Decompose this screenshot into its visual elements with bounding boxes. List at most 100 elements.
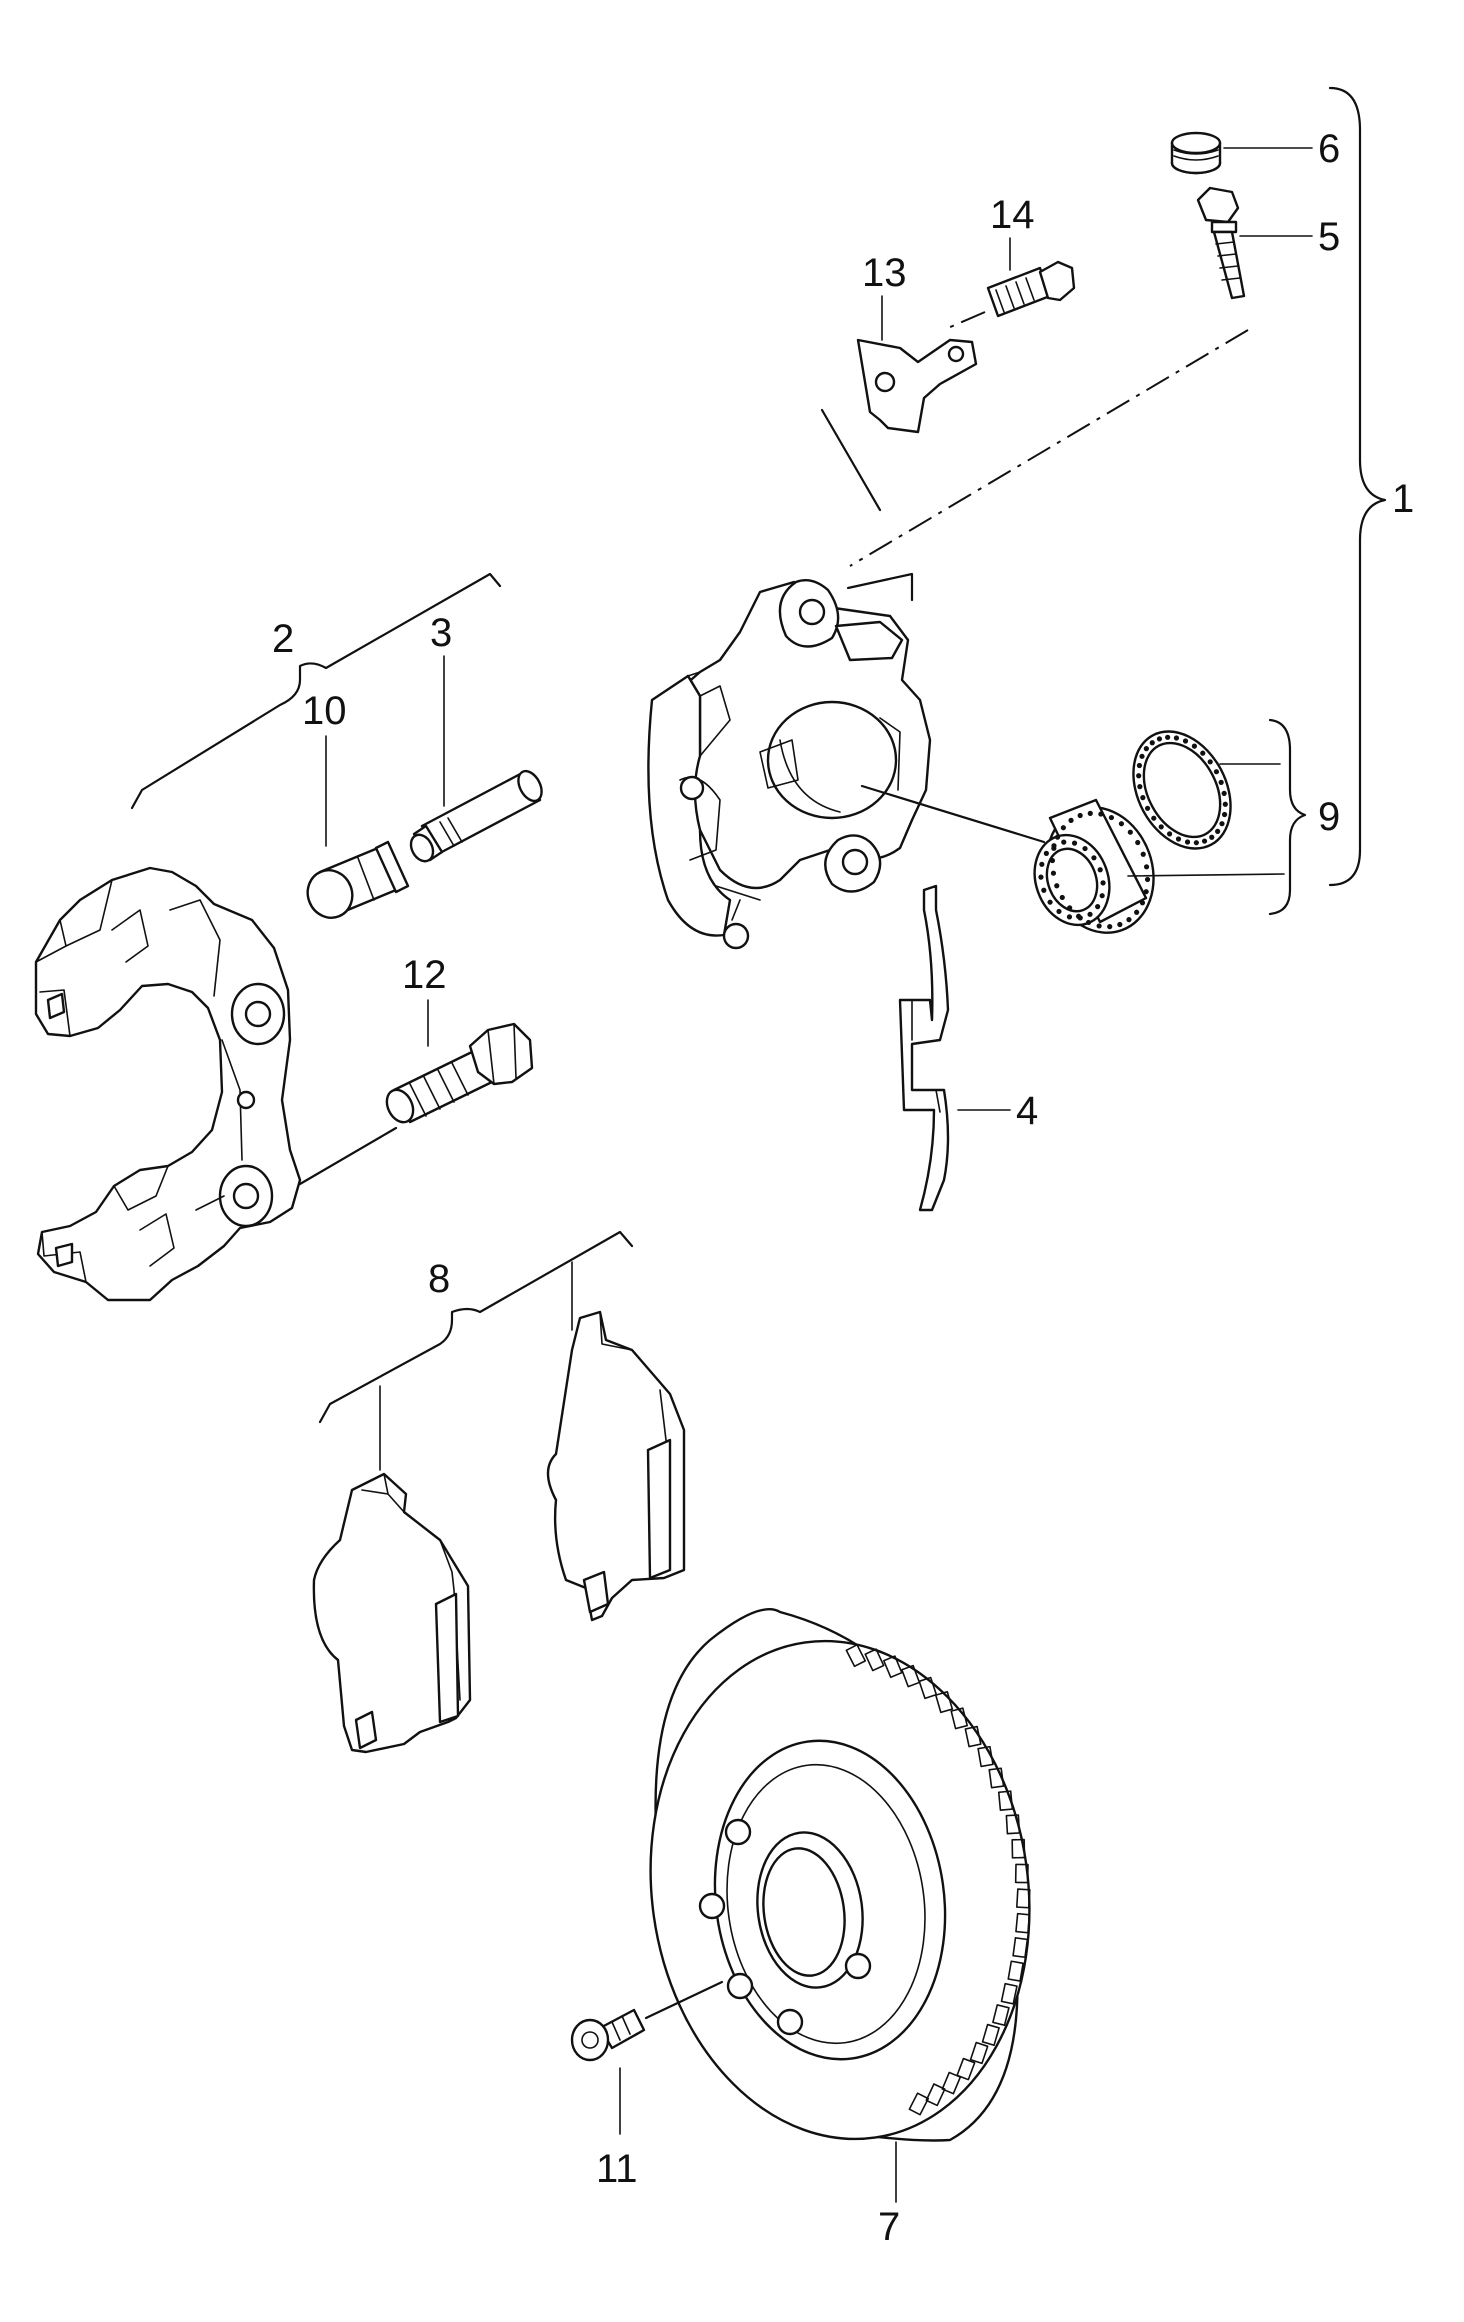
- bracket-pointer-hook: [846, 572, 914, 602]
- seal-dot: [1207, 759, 1213, 765]
- disc-vent-slot: [988, 1767, 1005, 1789]
- callout-7: 7: [878, 2205, 900, 2249]
- seal-dot: [1144, 876, 1151, 883]
- caliper-carrier-bracket-part: [34, 866, 302, 1302]
- disc-vent-slot: [1014, 1863, 1029, 1884]
- seal-dot: [1100, 880, 1106, 886]
- seal-dot: [1137, 784, 1143, 790]
- disc-vent-slot: [1016, 1888, 1031, 1909]
- seal-dot: [1067, 905, 1073, 911]
- seal-dot: [1050, 870, 1057, 876]
- callout-1: 1: [1392, 477, 1414, 521]
- seal-dot: [1193, 840, 1199, 846]
- seal-dot: [1135, 839, 1141, 846]
- callout-6: 6: [1318, 127, 1340, 171]
- seal-dot: [1051, 843, 1057, 849]
- seal-dot: [1191, 743, 1198, 749]
- callout-2: 2: [272, 617, 294, 661]
- brace-group-9: [1268, 718, 1307, 916]
- disc-vent-slot: [956, 2057, 976, 2081]
- brace-group-2: [130, 572, 502, 810]
- seal-dot: [1143, 889, 1149, 895]
- seal-dot: [1061, 839, 1067, 845]
- seal-dot: [1056, 908, 1062, 915]
- brace-group-8: [318, 1230, 634, 1424]
- disc-vent-slot: [1000, 1982, 1018, 2005]
- callout-5: 5: [1318, 215, 1340, 259]
- seal-dot: [1098, 811, 1104, 817]
- guide-bushing-part: [306, 840, 410, 919]
- bracket-bolt-part: [986, 260, 1076, 318]
- seal-dot: [1136, 762, 1143, 769]
- seal-dot: [1156, 736, 1163, 742]
- seal-dot: [1149, 740, 1155, 746]
- seal-dot: [1099, 893, 1105, 899]
- disc-vent-slot: [908, 2092, 930, 2116]
- brake-caliper-housing-part: [647, 579, 932, 950]
- disc-vent-slot: [934, 1690, 954, 1714]
- seal-dot: [1139, 900, 1146, 906]
- callout-9: 9: [1318, 795, 1340, 839]
- seal-dot: [1140, 851, 1146, 857]
- seal-dot: [1054, 834, 1061, 840]
- screw-axis-line: [644, 1980, 724, 2020]
- seal-dot: [1136, 773, 1142, 779]
- disc-vent-slot: [1015, 1912, 1031, 1934]
- callout-12: 12: [402, 953, 447, 997]
- seal-dot: [1222, 801, 1228, 807]
- callout-3: 3: [430, 611, 452, 655]
- seal-dot: [1143, 864, 1150, 870]
- callout-13: 13: [862, 251, 907, 295]
- brake-pad-outer-part: [546, 1310, 686, 1622]
- seal-dot: [1118, 821, 1125, 827]
- seal-dot: [1091, 855, 1097, 861]
- seal-dot: [1158, 824, 1164, 830]
- disc-vent-slot: [1011, 1838, 1026, 1859]
- bolt-axis-line: [947, 311, 986, 329]
- disc-vent-slot: [941, 2071, 962, 2095]
- disc-vent-slot: [882, 1655, 903, 1679]
- callout-10: 10: [302, 689, 347, 733]
- disc-vent-slot: [845, 1644, 867, 1668]
- seal-dot: [1165, 734, 1171, 740]
- disc-vent-slot: [1007, 1960, 1024, 1982]
- seal-dot: [1077, 812, 1083, 819]
- seal-dot: [1095, 904, 1101, 910]
- hose-bracket-part: [856, 338, 978, 434]
- seal-dot: [1085, 919, 1092, 926]
- callout-4: 4: [1016, 1089, 1038, 1133]
- disc-screw-part: [570, 2008, 646, 2062]
- callout-8: 8: [428, 1257, 450, 1301]
- seal-dot: [1047, 899, 1053, 905]
- seal-dot: [1060, 825, 1066, 831]
- seal-dot: [1184, 839, 1191, 845]
- disc-cooling-vents: [845, 1644, 1031, 2116]
- disc-vent-slot: [1005, 1814, 1021, 1835]
- seal-dot: [1107, 924, 1113, 930]
- seal-dot: [1041, 887, 1047, 893]
- disc-vent-slot: [992, 2004, 1010, 2027]
- disc-vent-slot: [981, 2023, 1000, 2047]
- seal-dot-pattern: [1038, 734, 1228, 930]
- piston-axis-line: [860, 784, 1046, 844]
- seal-dot: [1213, 769, 1220, 775]
- callout-14: 14: [990, 193, 1035, 237]
- disc-vent-slot: [1012, 1937, 1029, 1959]
- leader-9-lower: [1127, 873, 1285, 877]
- seal-dot: [1140, 795, 1146, 801]
- seal-dot: [1166, 831, 1173, 837]
- seal-dot: [1134, 909, 1140, 915]
- seal-dot: [1087, 810, 1093, 816]
- disc-vent-slot: [969, 2041, 989, 2065]
- seal-dot: [1209, 834, 1215, 840]
- seal-dot: [1182, 738, 1189, 744]
- seal-dot: [1117, 921, 1123, 928]
- brake-pad-inner-part: [312, 1472, 472, 1754]
- brace-group-1: [1328, 86, 1387, 887]
- seal-dot: [1049, 857, 1056, 864]
- seal-dot: [1038, 874, 1044, 880]
- seal-dot: [1054, 883, 1060, 889]
- seal-dot: [1173, 735, 1180, 741]
